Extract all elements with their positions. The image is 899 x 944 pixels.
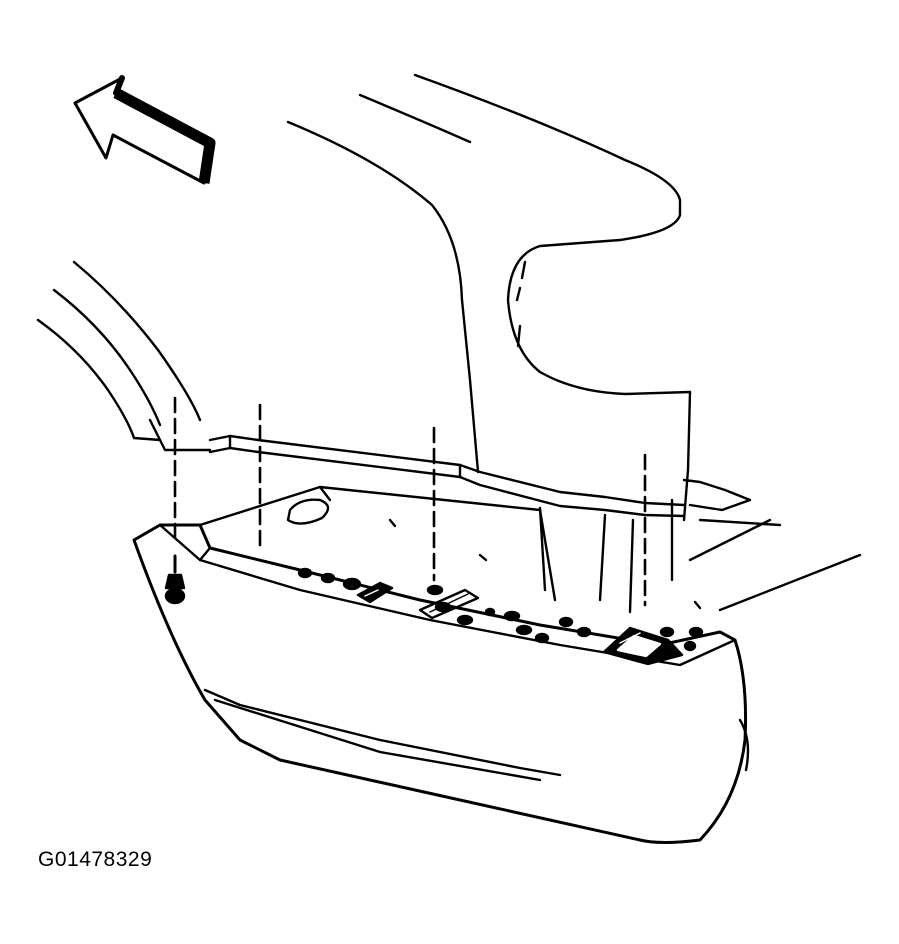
quarter-panel xyxy=(286,73,692,614)
front-direction-arrow-icon xyxy=(73,75,216,185)
fastener-guide-lines xyxy=(173,396,647,607)
wheel-opening xyxy=(36,260,212,452)
bumper-top-surface xyxy=(198,485,557,602)
bumper-fascia xyxy=(132,523,750,844)
bumper-mounting-rail xyxy=(208,434,862,612)
figure-reference-code: G01478329 xyxy=(38,848,153,871)
bumper-holes xyxy=(297,567,704,666)
push-pin-retainer-icon xyxy=(164,554,186,605)
